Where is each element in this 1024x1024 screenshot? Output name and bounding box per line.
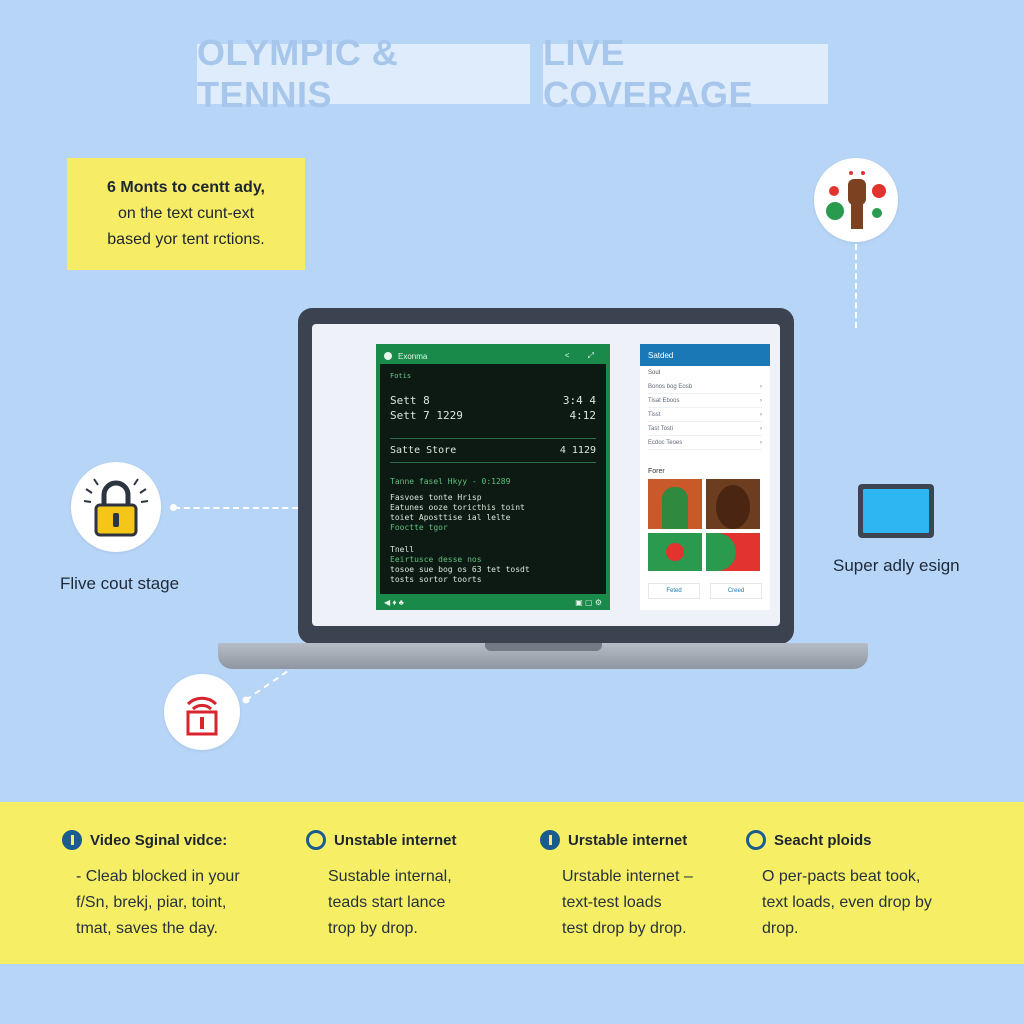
thumbnail-red[interactable] (706, 533, 760, 571)
list-item[interactable]: Ecdoc Teoes› (648, 436, 762, 450)
feature-text: Urstable internet – text-test loads test… (562, 868, 693, 937)
thumbnail-player[interactable] (648, 479, 702, 529)
feature-search-ploids: Seacht ploids O per-pacts beat took, tex… (746, 830, 966, 942)
set-row: Sett 7 1229 4:12 (390, 409, 596, 422)
lock-icon (83, 478, 149, 537)
feature-text: Sustable internal, teads start lance tro… (328, 868, 452, 937)
window-controls[interactable]: < ⤢ (564, 351, 602, 360)
circle-icon (746, 830, 766, 850)
caption-super-design: Super adly esign (833, 556, 960, 575)
time-line: Tanne fasel Hkyy - 0:1289 (390, 477, 511, 486)
wifi-alert-icon (164, 674, 240, 750)
feature-urstable-internet: Urstable internet Urstable internet – te… (540, 830, 760, 942)
circle-icon (306, 830, 326, 850)
raised-fist-icon (814, 158, 898, 242)
gallery-label: Forer (648, 468, 665, 475)
thumbnail-green[interactable] (648, 533, 702, 571)
app-logo-icon (384, 352, 392, 360)
side-app-header: Satded (640, 344, 770, 366)
lock-icon-circle (71, 462, 161, 552)
connector-line-top-right (855, 244, 857, 328)
score-app-body: Fotis Sett 8 3:4 4 Sett 7 1229 4:12 Satt… (380, 364, 606, 594)
list-item[interactable]: Bonos bog Eosb› (648, 380, 762, 394)
list-item[interactable]: Tisst› (648, 408, 762, 422)
side-app-buttons: Feted Creed (640, 571, 770, 599)
laptop-screen: Exonma < ⤢ Fotis Sett 8 3:4 4 Sett 7 122… (312, 324, 780, 626)
text-lines-2: Tnell Eeirtusce desse nos tosoe sue bog … (390, 545, 530, 584)
list-item[interactable]: Tisat Eboos› (648, 394, 762, 408)
score-app-panel: Exonma < ⤢ Fotis Sett 8 3:4 4 Sett 7 122… (376, 344, 610, 610)
chevron-right-icon: › (760, 397, 762, 404)
feed-button[interactable]: Feted (648, 583, 700, 599)
connector-line-left (174, 507, 308, 509)
score-app-footer: ◀ ♦ ♣ ▣ ▢ ⚙ (380, 594, 606, 610)
set-row: Sett 8 3:4 4 (390, 394, 596, 407)
text-lines: Fasvoes tonte Hrisp Eatunes ooze toricth… (390, 493, 525, 532)
footer-left-icons[interactable]: ◀ ♦ ♣ (384, 597, 404, 607)
score-summary: Satte Store 4 1129 (390, 438, 596, 463)
footer-right-icons[interactable]: ▣ ▢ ⚙ (575, 597, 602, 607)
chevron-right-icon: › (760, 439, 762, 446)
create-button[interactable]: Creed (710, 583, 762, 599)
connector-dot (170, 504, 177, 511)
caption-live-stage: Flive cout stage (60, 574, 180, 593)
side-app-list: Sout Bonos bog Eosb› Tisat Eboos› Tisst›… (640, 366, 770, 454)
side-app-panel: Satded Sout Bonos bog Eosb› Tisat Eboos›… (640, 344, 770, 610)
laptop: Exonma < ⤢ Fotis Sett 8 3:4 4 Sett 7 122… (298, 308, 794, 644)
score-app-header: Exonma < ⤢ (380, 348, 606, 364)
score-app-title: Exonma (398, 351, 428, 361)
info-icon (540, 830, 560, 850)
thumbnail-grid (640, 479, 770, 571)
features-band: Video Sginal vidce: - Cleab blocked in y… (0, 802, 1024, 964)
chevron-right-icon: › (760, 411, 762, 418)
feature-text: - Cleab blocked in your f/Sn, brekj, pia… (76, 868, 240, 937)
section-label: Fotis (390, 372, 412, 380)
note-line-1: 6 Monts to centt ady, (107, 179, 265, 196)
list-subtitle: Sout (648, 370, 661, 376)
feature-video-signal: Video Sginal vidce: - Cleab blocked in y… (62, 830, 282, 942)
title-olympic-tennis: OLYMPIC & TENNIS (197, 32, 530, 115)
laptop-notch (485, 643, 602, 651)
list-item[interactable]: Tast Tosti› (648, 422, 762, 436)
chevron-right-icon: › (760, 383, 762, 390)
title-live-coverage: LIVE COVERAGE (543, 32, 828, 115)
note-line-2: on the text cunt-ext (117, 205, 255, 222)
feature-text: O per-pacts beat took, text loads, even … (762, 868, 932, 937)
tablet-icon (858, 484, 934, 538)
note-line-3: based yor tent rctions. (107, 231, 265, 248)
info-note: 6 Monts to centt ady, on the text cunt-e… (67, 158, 305, 270)
info-icon (62, 830, 82, 850)
thumbnail-fist[interactable] (706, 479, 760, 529)
laptop-base (218, 643, 868, 669)
feature-unstable-internet: Unstable internet Sustable internal, tea… (306, 830, 526, 942)
chevron-right-icon: › (760, 425, 762, 432)
